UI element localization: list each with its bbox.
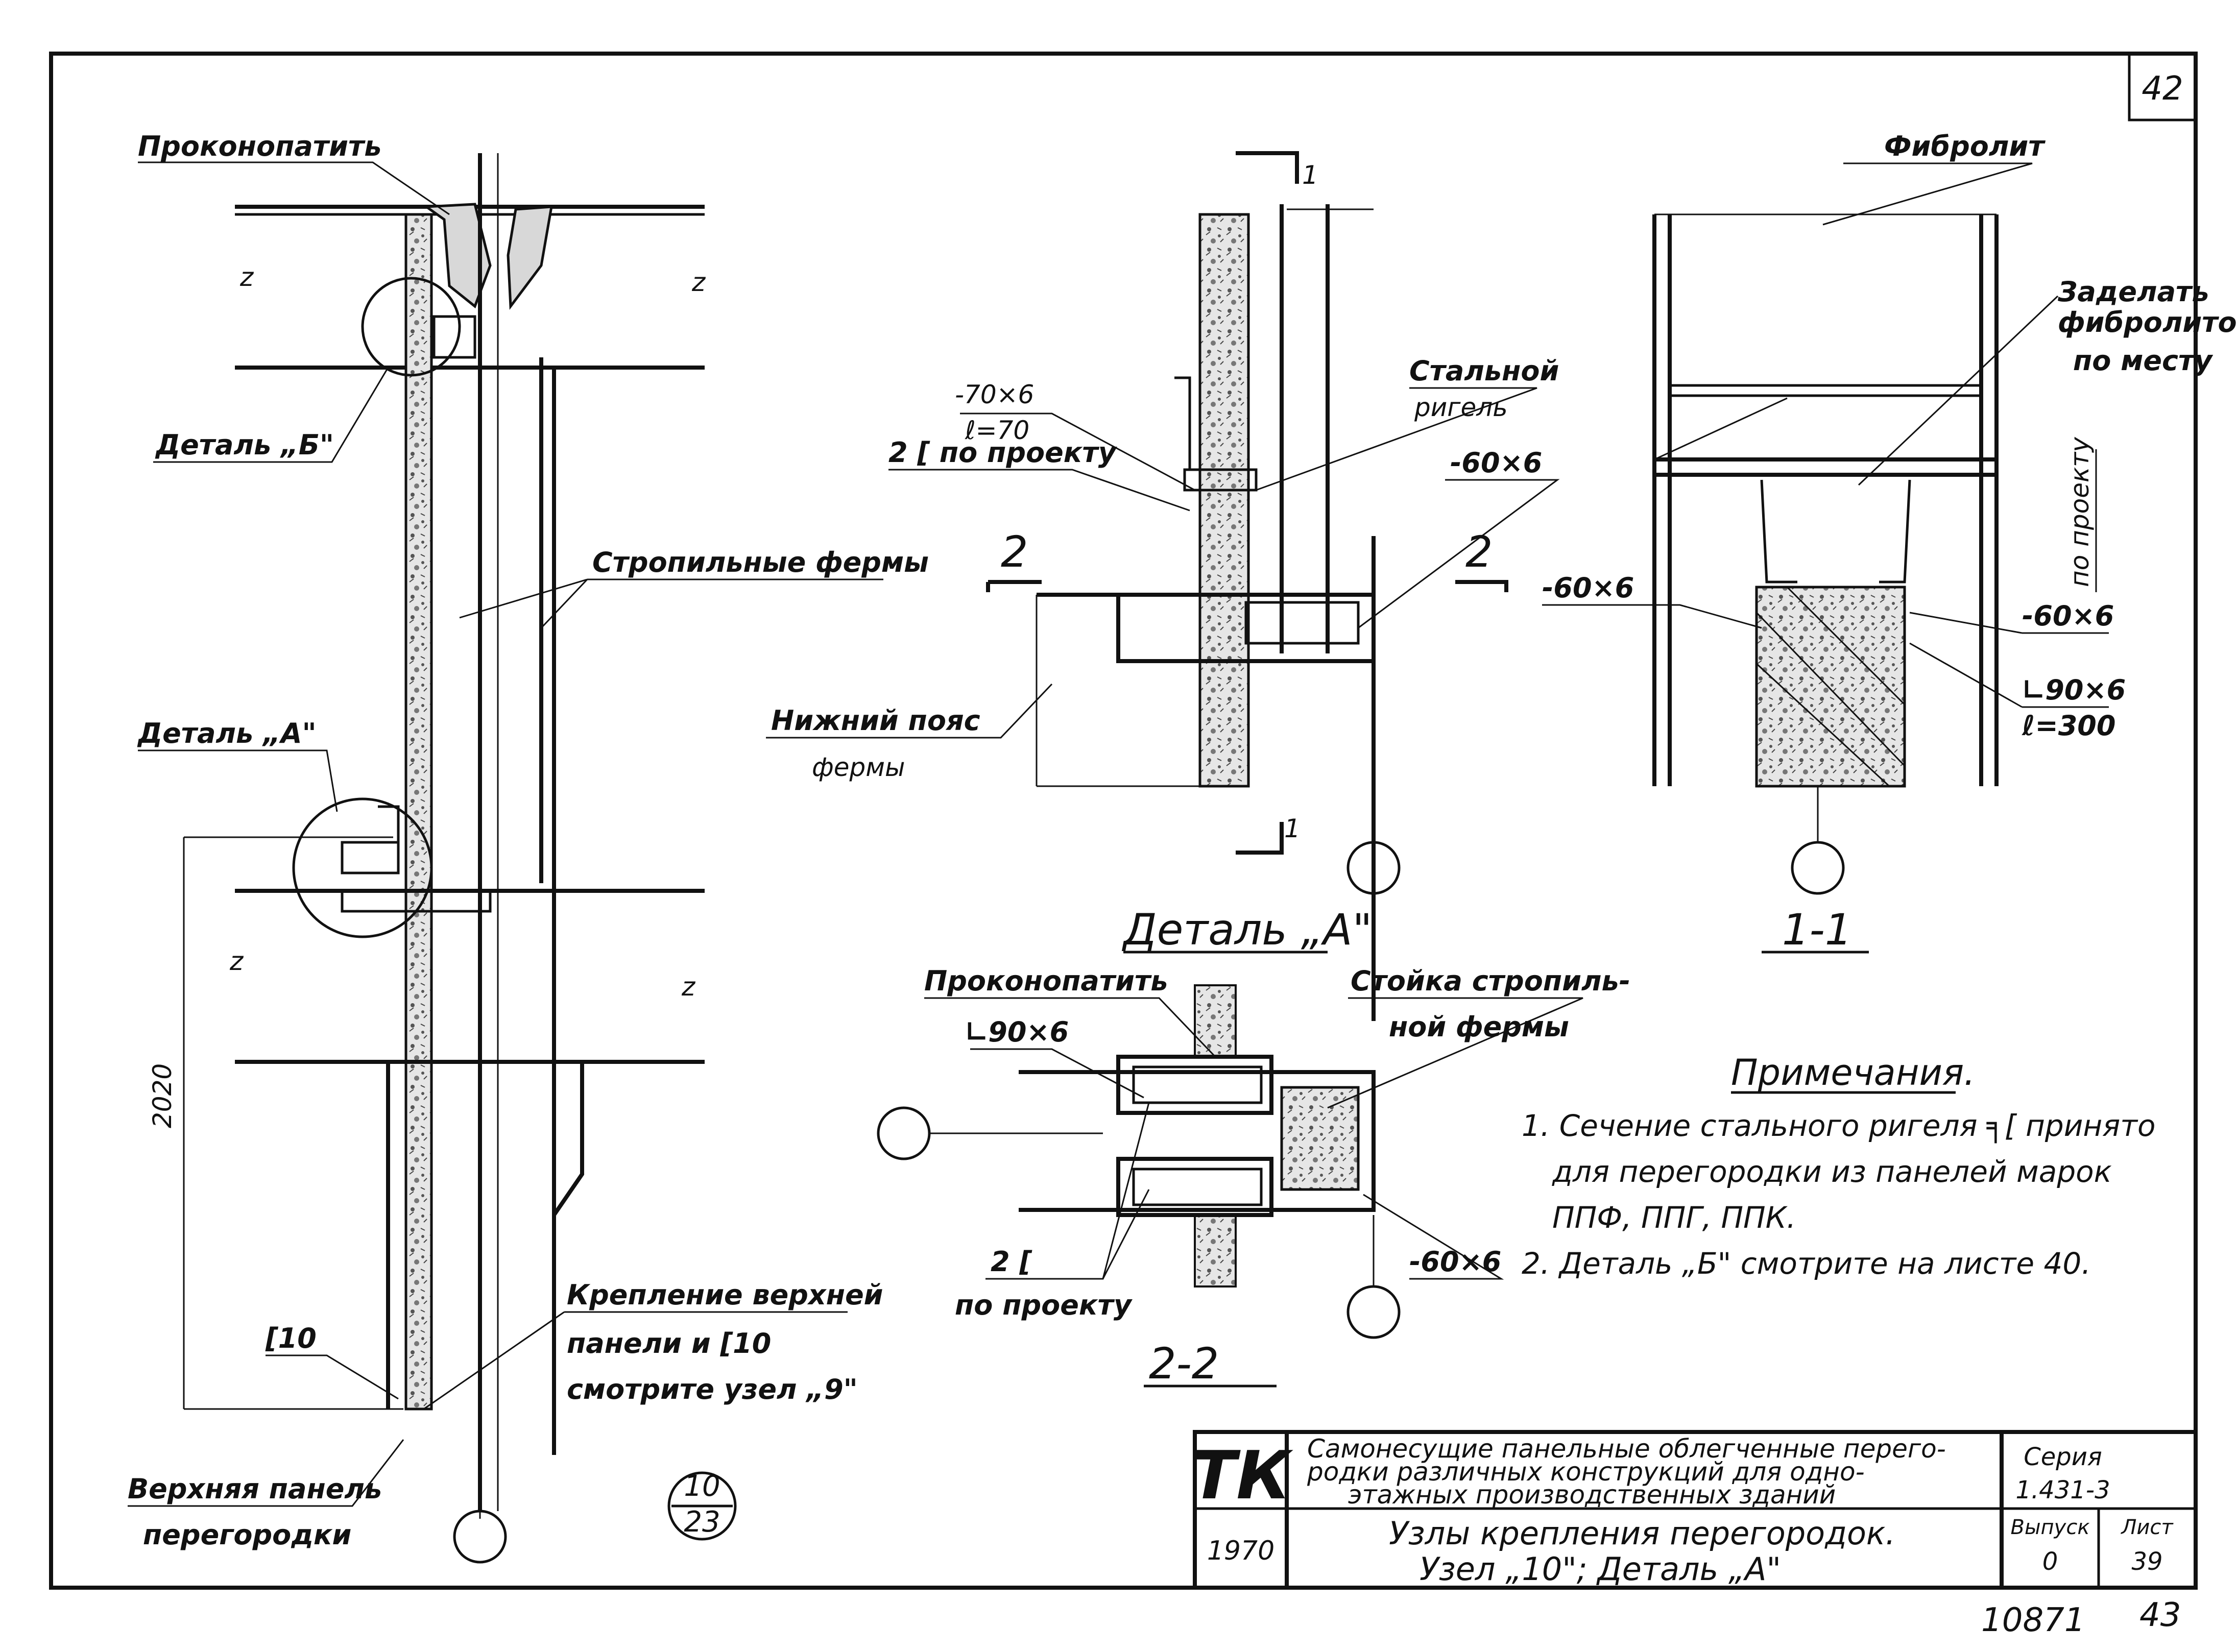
note-line-3: ППФ, ППГ, ППК. [1552, 1200, 1796, 1235]
label-caulk: Проконопатить [138, 130, 381, 162]
label-detail-a: Деталь „А" [137, 717, 317, 749]
label-plate-left: -60×6 [1542, 572, 1634, 604]
section-11-title: 1-1 [1782, 905, 1852, 955]
sheet-number-box: 42 [2128, 52, 2197, 122]
label-caulk-22: Проконопатить [924, 965, 1168, 997]
section-2-left: 2 [1001, 527, 1028, 577]
label-channel-2c: 2 [ по проекту [888, 436, 1118, 469]
label-plate-70: -70×6 [955, 380, 1034, 409]
label-lower-chord-1: Нижний пояс [771, 704, 980, 737]
label-fixing-2: панели и [10 [567, 1327, 771, 1359]
bottom-number: 10871 [1981, 1601, 2085, 1639]
series-label: Серия [2024, 1443, 2102, 1471]
label-fixing-1: Крепление верхней [567, 1279, 883, 1311]
node-sheet: 23 [684, 1505, 720, 1539]
note-line-2: для перегородки из панелей марок [1552, 1154, 2112, 1189]
series-value: 1.431-3 [2015, 1476, 2110, 1504]
label-fibrolite: Фибролит [1884, 130, 2046, 162]
label-steel-2: ригель [1414, 393, 1508, 422]
label-upper-panel-2: перегородки [143, 1519, 351, 1551]
title-line-2: Узел „10"; Деталь „А" [1420, 1550, 1781, 1588]
axis-marker-22-bottom [1346, 1285, 1401, 1339]
label-plate-60: -60×6 [1450, 447, 1542, 479]
sheet-value: 39 [2131, 1547, 2162, 1576]
label-channel-10: [10 [265, 1322, 317, 1354]
series-desc-3: этажных производственных зданий [1348, 1480, 1836, 1510]
title-block: ТК 1970 Самонесущие панельные облегченны… [1191, 1430, 2198, 1590]
label-lower-chord-2: фермы [812, 752, 905, 782]
logo-tk: ТК [1191, 1437, 1294, 1514]
label-post-1: Стойка стропиль- [1351, 965, 1630, 997]
axis-marker-22-left [877, 1106, 931, 1160]
label-angle-len: ℓ=300 [2022, 710, 2115, 742]
label-angle-22: ∟90×6 [965, 1016, 1069, 1048]
label-fill-2: фибролитом [2058, 306, 2237, 338]
label-steel-1: Стальной [1409, 355, 1559, 387]
channel-bottom [1116, 1157, 1273, 1217]
series-desc-1: Самонесущие панельные облегченные перего… [1307, 1434, 1946, 1464]
notes-title: Примечания. [1731, 1052, 1975, 1094]
section-1-1-view: по проекту Фибролит Заделать фибролитом … [1542, 130, 2237, 955]
label-fill-3: по месту [2073, 345, 2214, 377]
label-plate-right: -60×6 [2022, 600, 2114, 632]
detail-a-view: 1 1 2 2 -70×6 ℓ=70 2 [ по проекту [766, 151, 1560, 1021]
note-line-1: 1. Сечение стального ригеля ╕[ принято [1522, 1108, 2155, 1144]
break-mark: z [229, 946, 244, 976]
detail-a-circle [292, 797, 433, 938]
sheet-frame [49, 52, 2198, 1590]
issue-value: 0 [2042, 1547, 2058, 1576]
label-fill-1: Заделать [2057, 276, 2209, 308]
label-post-2: ной фермы [1389, 1011, 1569, 1043]
note-line-4: 2. Деталь „Б" смотрите на листе 40. [1522, 1246, 2091, 1281]
main-view: z z z z Проконопатить Деталь „Б" Стропил… [128, 130, 929, 1564]
stamp-year: 1970 [1207, 1536, 1274, 1566]
section-2-right: 2 [1465, 527, 1493, 577]
section-mark-bottom: 1 [1284, 814, 1301, 843]
label-upper-panel-1: Верхняя панель [128, 1473, 382, 1505]
series-desc-2: родки различных конструкций для одно- [1307, 1457, 1865, 1487]
detail-b-circle [361, 277, 461, 377]
partition-panel [404, 213, 433, 1411]
axis-marker [453, 1510, 507, 1564]
break-mark: z [691, 268, 706, 297]
label-channel-22-1: 2 [ [991, 1246, 1032, 1278]
notes: Примечания. 1. Сечение стального ригеля … [1522, 1052, 2155, 1281]
detail-a-title: Деталь „А" [1121, 905, 1372, 955]
label-by-project: по проекту [2065, 436, 2095, 587]
issue-label: Выпуск [2011, 1516, 2090, 1539]
label-plate-70-len: ℓ=70 [965, 416, 1029, 445]
label-detail-b: Деталь „Б" [155, 429, 334, 461]
dim-2020: 2020 [148, 1063, 177, 1128]
label-fixing-3: смотрите узел „9" [567, 1373, 858, 1405]
label-trusses: Стропильные фермы [592, 546, 929, 578]
node-reference: 10 23 [667, 1470, 737, 1541]
axis-marker-a [1346, 841, 1401, 895]
node-number: 10 [684, 1470, 720, 1503]
break-mark: z [239, 262, 254, 292]
axis-marker-11 [1791, 841, 1845, 895]
label-plate-22: -60×6 [1409, 1246, 1501, 1278]
section-mark-top: 1 [1302, 160, 1318, 190]
label-angle: ∟90×6 [2022, 674, 2126, 706]
bottom-page: 43 [2139, 1596, 2181, 1634]
label-channel-22-2: по проекту [955, 1289, 1133, 1321]
channel-top [1116, 1055, 1273, 1115]
truss-post [1755, 586, 1906, 788]
sheet-number: 42 [2142, 70, 2183, 108]
section-22-title: 2-2 [1149, 1339, 1219, 1389]
break-mark: z [681, 972, 696, 1002]
detail-a-panel [1198, 213, 1250, 788]
title-line-1: Узлы крепления перегородок. [1389, 1515, 1895, 1552]
section-2-2-view: Проконопатить ∟90×6 Стойка стропиль- ной… [877, 965, 1630, 1389]
sheet-label: Лист [2120, 1516, 2174, 1539]
